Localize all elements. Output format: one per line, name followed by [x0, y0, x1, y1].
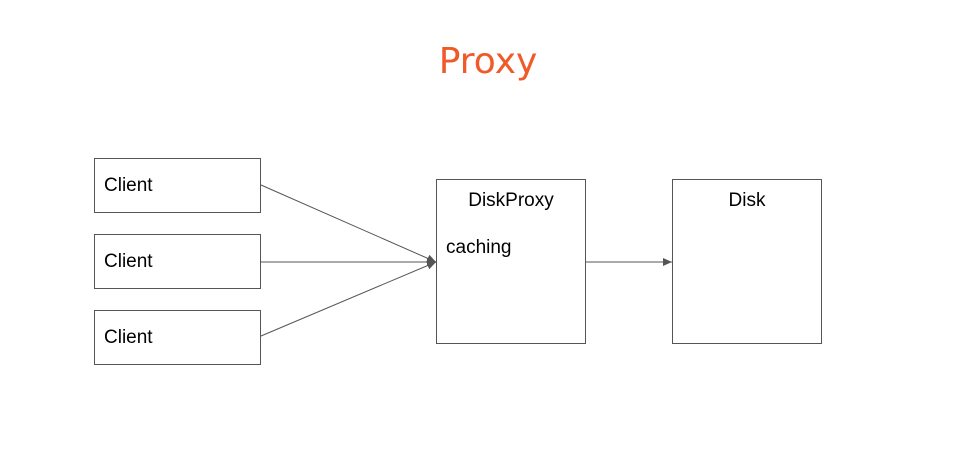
- client-box-2: Client: [94, 234, 261, 289]
- client-label: Client: [104, 326, 153, 348]
- disk-box: Disk: [672, 179, 822, 344]
- diagram-title: Proxy: [438, 41, 538, 82]
- caching-note: caching: [446, 237, 512, 258]
- disk-proxy-box: DiskProxy caching: [436, 179, 586, 344]
- client-label: Client: [104, 250, 153, 272]
- client-box-1: Client: [94, 158, 261, 213]
- arrow-client-1-to-proxy: [260, 184, 437, 263]
- disk-proxy-label: DiskProxy: [468, 190, 554, 211]
- client-label: Client: [104, 174, 153, 196]
- client-box-3: Client: [94, 310, 261, 365]
- disk-label: Disk: [728, 190, 766, 211]
- arrow-client-3-to-proxy: [260, 261, 437, 337]
